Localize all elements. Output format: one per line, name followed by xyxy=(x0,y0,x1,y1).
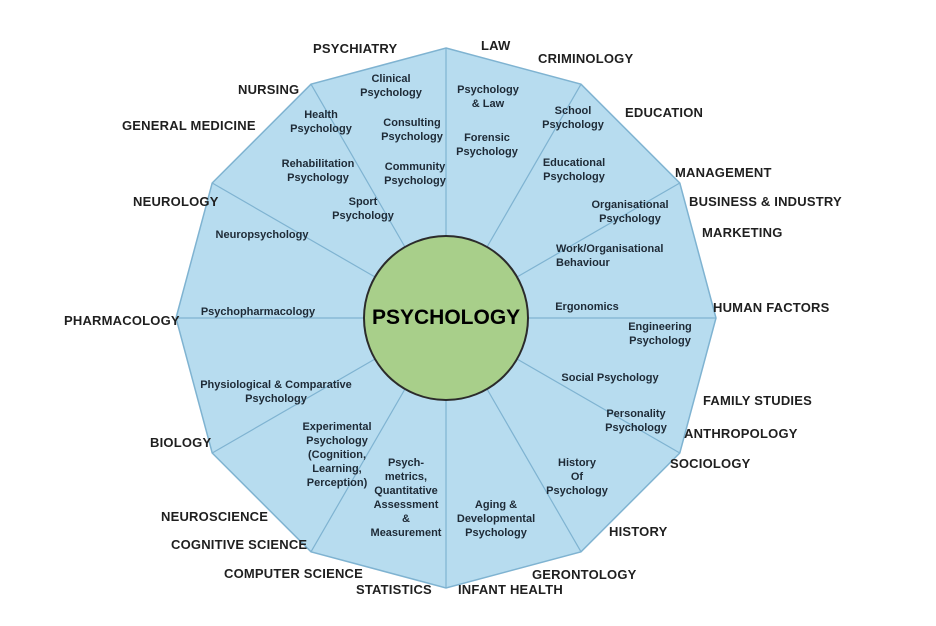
discipline-biology: BIOLOGY xyxy=(150,435,212,450)
discipline-criminology: CRIMINOLOGY xyxy=(538,51,634,66)
discipline-computer-science: COMPUTER SCIENCE xyxy=(224,566,363,581)
subfield-work-organisational-behaviour: Work/Organisational Behaviour xyxy=(556,243,664,269)
discipline-anthropology: ANTHROPOLOGY xyxy=(684,426,798,441)
discipline-cognitive-science: COGNITIVE SCIENCE xyxy=(171,537,308,552)
subfield-history-of-psychology: History Of Psychology xyxy=(546,457,608,497)
discipline-nursing: NURSING xyxy=(238,82,300,97)
sector-divider-11 xyxy=(211,182,376,278)
subfield-forensic-psychology: Forensic Psychology xyxy=(456,132,518,158)
subfield-engineering-psychology: Engineering Psychology xyxy=(628,321,692,347)
subfield-consulting-psychology: Consulting Psychology xyxy=(381,117,443,143)
discipline-neurology: NEUROLOGY xyxy=(133,194,219,209)
subfield-psychometrics: Psych- metrics, Quantitative Assessment … xyxy=(370,457,442,539)
subfield-personality-psychology: Personality Psychology xyxy=(605,408,667,434)
subfield-clinical-psychology: Clinical Psychology xyxy=(360,73,422,99)
sector-divider-3 xyxy=(516,182,681,278)
sector-divider-12 xyxy=(310,83,406,248)
discipline-infant-health: INFANT HEALTH xyxy=(458,582,563,597)
subfield-organisational-psychology: Organisational Psychology xyxy=(591,199,669,225)
discipline-marketing: MARKETING xyxy=(702,225,783,240)
discipline-psychiatry: PSYCHIATRY xyxy=(313,41,398,56)
sector-dividers xyxy=(176,48,716,588)
discipline-pharmacology: PHARMACOLOGY xyxy=(64,313,180,328)
discipline-family-studies: FAMILY STUDIES xyxy=(703,393,812,408)
discipline-neuroscience: NEUROSCIENCE xyxy=(161,509,269,524)
subfield-physiological-comparative-psychology: Physiological & Comparative Psychology xyxy=(200,379,352,405)
sector-divider-5 xyxy=(516,358,681,454)
subfield-experimental-psychology: Experimental Psychology (Cognition, Lear… xyxy=(302,421,372,489)
discipline-law: LAW xyxy=(481,38,511,53)
discipline-gerontology: GERONTOLOGY xyxy=(532,567,637,582)
sector-divider-9 xyxy=(211,358,376,454)
subfield-neuropsychology: Neuropsychology xyxy=(215,229,309,241)
subfield-sport-psychology: Sport Psychology xyxy=(332,196,394,222)
discipline-education: EDUCATION xyxy=(625,105,704,120)
discipline-general-medicine: GENERAL MEDICINE xyxy=(122,118,256,133)
subfield-rehabilitation-psychology: Rehabilitation Psychology xyxy=(281,158,355,184)
discipline-management: MANAGEMENT xyxy=(675,165,772,180)
subfield-social-psychology: Social Psychology xyxy=(561,372,659,384)
center-circle xyxy=(363,235,529,401)
subfield-health-psychology: Health Psychology xyxy=(290,109,352,135)
discipline-history: HISTORY xyxy=(609,524,668,539)
sector-divider-8 xyxy=(310,388,406,553)
discipline-business-industry: BUSINESS & INDUSTRY xyxy=(689,194,842,209)
subfield-psychology-and-law: Psychology & Law xyxy=(457,84,519,110)
sector-divider-6 xyxy=(486,388,582,553)
sector-divider-2 xyxy=(486,83,582,248)
subfield-educational-psychology: Educational Psychology xyxy=(542,157,606,183)
subfield-psychopharmacology: Psychopharmacology xyxy=(200,306,316,318)
subfield-ergonomics: Ergonomics xyxy=(555,301,619,313)
discipline-human-factors: HUMAN FACTORS xyxy=(713,300,830,315)
subfield-community-psychology: Community Psychology xyxy=(384,161,446,187)
center-label: PSYCHOLOGY xyxy=(372,306,521,329)
discipline-statistics: STATISTICS xyxy=(356,582,432,597)
subfield-aging-developmental-psychology: Aging & Developmental Psychology xyxy=(456,499,536,539)
subfield-school-psychology: School Psychology xyxy=(542,105,604,131)
discipline-sociology: SOCIOLOGY xyxy=(670,456,751,471)
